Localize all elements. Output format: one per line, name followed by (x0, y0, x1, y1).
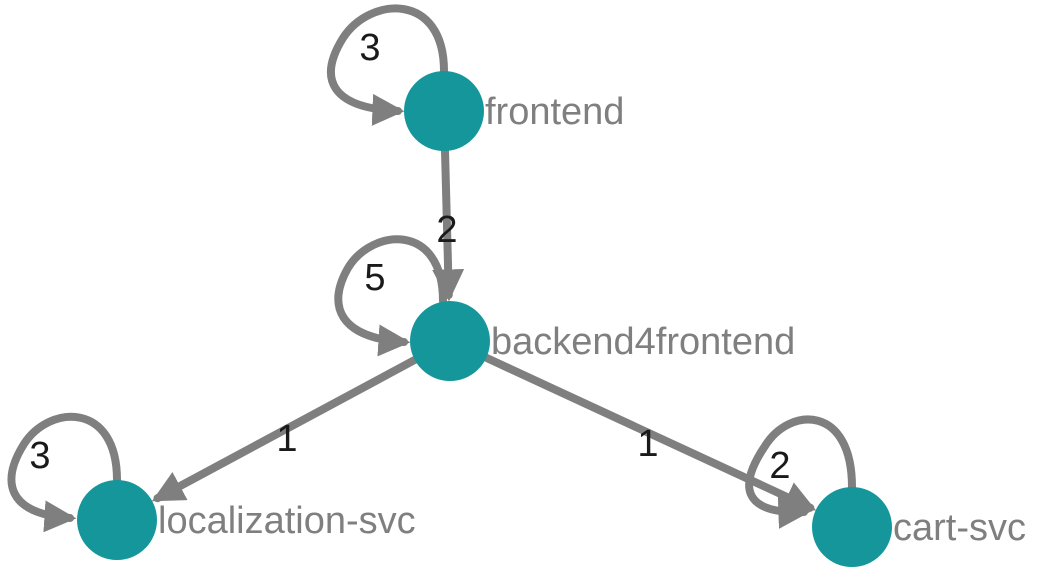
edge-label-frontend-to-backend4frontend: 2 (436, 209, 457, 251)
node-label-backend4frontend: backend4frontend (491, 321, 795, 363)
edge-frontend-to-frontend (327, 4, 448, 126)
edge-backend4frontend-to-backend4frontend (334, 235, 447, 357)
node-backend4frontend[interactable] (410, 301, 490, 381)
edge-label-backend4frontend-to-cart-svc: 1 (637, 423, 658, 465)
node-frontend[interactable] (404, 71, 484, 151)
edge-label-cart-svc-to-cart-svc: 2 (769, 445, 790, 487)
edge-label-localization-svc-to-localization-svc: 3 (29, 435, 50, 477)
edge-localization-svc-to-localization-svc (7, 412, 121, 533)
edge-cart-svc-to-cart-svc (745, 415, 856, 529)
edge-backend4frontend-to-localization-svc (151, 355, 419, 503)
node-label-localization-svc: localization-svc (158, 500, 416, 542)
edge-frontend-to-backend4frontend (432, 147, 465, 302)
edge-backend4frontend-to-cart-svc (482, 353, 817, 512)
node-cart-svc[interactable] (812, 487, 892, 567)
edge-label-backend4frontend-to-localization-svc: 1 (276, 418, 297, 460)
node-localization-svc[interactable] (77, 480, 157, 560)
node-label-frontend: frontend (485, 91, 624, 133)
edge-label-frontend-to-frontend: 3 (359, 27, 380, 69)
edge-label-backend4frontend-to-backend4frontend: 5 (364, 257, 385, 299)
node-label-cart-svc: cart-svc (893, 507, 1026, 549)
